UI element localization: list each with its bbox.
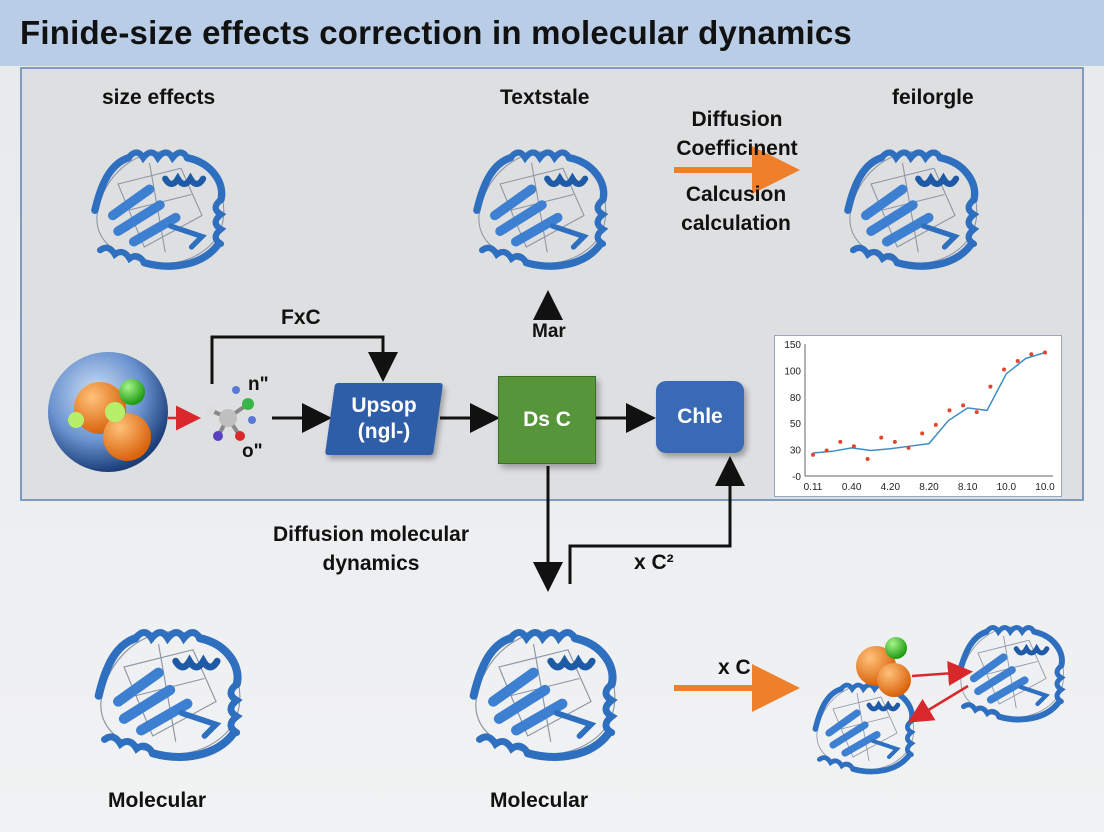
protein-feilorgle: [848, 152, 977, 266]
protein-size-effects: [95, 152, 224, 266]
label-size-effects: size effects: [102, 86, 216, 109]
label-calcusion-calculation: Calcusion calculation: [681, 183, 791, 235]
chart-series-line: [812, 351, 1046, 454]
chart-x-tick-label: 0.40: [842, 482, 862, 493]
chart-x-tick-label: 10.0: [1035, 482, 1055, 493]
upsop-box-label: Upsop (ngl-): [351, 394, 417, 443]
chart-data-point: [892, 439, 897, 444]
protein-molecular-center: [474, 632, 615, 757]
label-fxc: FxC: [281, 306, 321, 329]
label-textstale: Textstale: [500, 86, 590, 109]
chart-x-tick-label: 8.20: [919, 482, 939, 493]
chart-x-tick-label: 10.0: [997, 482, 1017, 493]
label-o-sup: o": [242, 441, 263, 462]
red-arrow-left: [907, 684, 969, 723]
chart-y-tick-label: 100: [784, 366, 801, 377]
label-molecular-center: Molecular: [490, 789, 589, 812]
dsc-box-label: Ds C: [523, 408, 571, 431]
chart-data-point: [865, 456, 870, 461]
small-molecule-icon: [205, 386, 256, 441]
upsop-box: Upsop (ngl-): [324, 383, 444, 455]
label-diffusion-molecular-dynamics: Diffusion molecular dynamics: [272, 523, 470, 575]
chart-y-tick-label: -0: [792, 472, 801, 483]
chart-data-point: [1029, 352, 1034, 357]
chart-x-tick-label: 0.11: [804, 482, 823, 493]
chart-y-tick-label: 80: [790, 393, 802, 404]
chart-y-tick-label: 30: [790, 446, 802, 457]
fxc-arrow: [210, 335, 398, 384]
protein-pair-left: [815, 684, 913, 771]
protein-molecular-left: [99, 632, 240, 757]
chle-box: Chle: [656, 381, 744, 453]
title-bar: Finide-size effects correction in molecu…: [0, 0, 1104, 66]
chart-data-point: [879, 435, 884, 440]
xc2-arrow-up: [568, 456, 745, 584]
label-xc: x C: [718, 656, 751, 679]
chart-x-tick-label: 8.10: [958, 482, 978, 493]
chart-data-point: [906, 445, 911, 450]
chart-y-tick-label: 50: [790, 419, 802, 430]
protein-pair-right: [959, 627, 1063, 720]
chle-box-label: Chle: [677, 405, 723, 428]
chart-data-point: [1015, 359, 1020, 364]
chart-data-point: [988, 384, 993, 389]
chart-data-point: [851, 444, 856, 449]
chart-data-point: [947, 408, 952, 413]
chart-data-point: [920, 431, 925, 436]
dsc-box: Ds C: [498, 376, 596, 464]
label-molecular-left: Molecular: [108, 789, 207, 812]
label-xc2: x C²: [634, 551, 674, 574]
page-title: Finide-size effects correction in molecu…: [20, 14, 852, 51]
chart-data-point: [1002, 367, 1007, 372]
chart-data-point: [933, 422, 938, 427]
label-diffusion-coefficient: Diffusion Coefficinent: [676, 108, 798, 160]
chart-data-point: [961, 403, 966, 408]
protein-textstale: [477, 152, 606, 266]
chart-data-point: [811, 452, 815, 457]
chart-data-point: [838, 439, 843, 444]
label-feilorgle: feilorgle: [892, 86, 974, 109]
chart-plot: 150 100 80 50 30 -00.11 0.40 4.20 8.20 8.10 10.0 10…: [784, 340, 1055, 493]
chart-data-point: [1043, 350, 1047, 355]
sphere-cluster: [48, 352, 168, 472]
label-mar: Mar: [532, 321, 566, 342]
sphere-cluster-small: [856, 637, 911, 697]
chart-x-tick-label: 4.20: [881, 482, 901, 493]
chart-y-tick-label: 150: [784, 340, 801, 351]
label-n-sup: n": [248, 374, 269, 395]
red-arrow-right: [911, 660, 973, 686]
chart-data-point: [824, 448, 829, 453]
chart-data-point: [974, 410, 979, 415]
